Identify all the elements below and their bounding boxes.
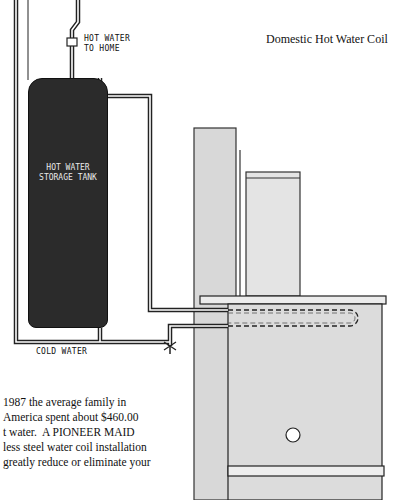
stove-band [228,466,384,476]
valve-handle [169,346,171,354]
body-text: 1987 the average family in [3,396,126,408]
stove-edge [239,150,240,298]
stove-firebox [246,172,300,296]
water-coil [228,310,358,326]
body-text: America spent about $460.00 [3,411,138,423]
body-text: t water. A PIONEER MAID [3,426,135,438]
diagram-title: Domestic Hot Water Coil [266,32,388,47]
tank-label: HOT WATER STORAGE TANK [35,163,101,183]
water-pipe-inner [16,0,228,346]
storage-tank: HOT WATER STORAGE TANK [28,78,108,328]
stove-knob [286,428,300,442]
pipe-label: COLD WATER [36,347,87,357]
water-pipe [16,0,228,346]
pipe-label: HOT WATER TO HOME [84,34,144,54]
body-text: greatly reduce or eliminate your [3,456,151,468]
firebox-lip [246,178,300,179]
wall-line [28,0,29,80]
body-text: less steel water coil installation [3,441,147,453]
valve [67,38,77,46]
water-coil [228,313,355,323]
stove-top-plate [200,296,386,304]
